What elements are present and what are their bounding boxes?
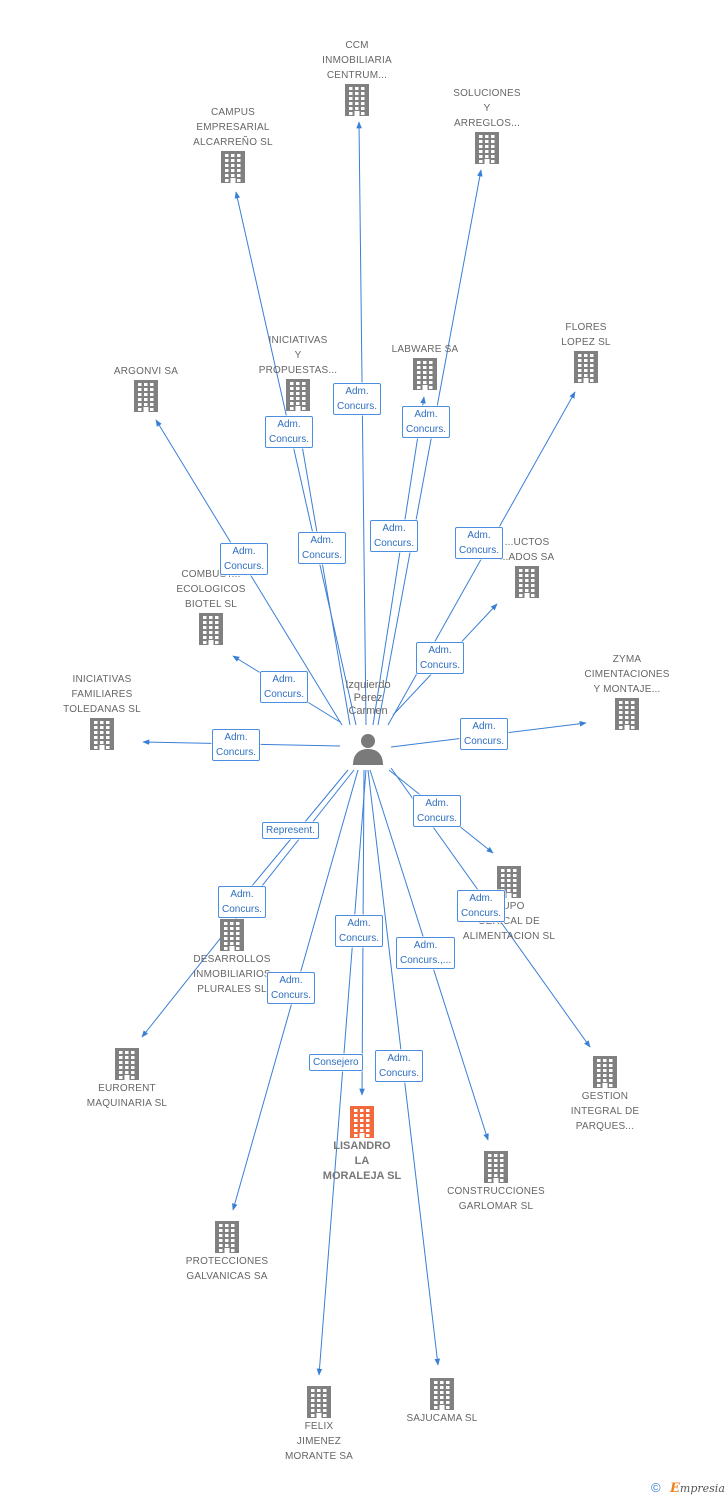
edge-label-badge[interactable]: Represent. [262,822,319,839]
edge-line [316,769,367,1376]
company-name[interactable]: LABWARE SA [391,344,459,355]
person-icon[interactable] [350,731,386,767]
company-node-argonvi[interactable]: ARGONVI SA [86,364,206,413]
edge-label-badge[interactable]: Adm. Concurs. [212,729,261,761]
building-icon[interactable] [297,83,417,117]
edge-label-badge[interactable]: Adm. Concurs. [460,718,509,750]
company-name[interactable]: INICIATIVAS FAMILIARES TOLEDANAS SL [63,674,141,715]
company-node-gestion[interactable]: GESTION INTEGRAL DE PARQUES... [545,1055,665,1134]
company-name[interactable]: COMBUST... ECOLOGICOS BIOTEL SL [176,569,246,610]
copyright-icon: © [651,1480,661,1495]
company-name[interactable]: ARGONVI SA [113,366,179,377]
edge-label-badge[interactable]: Adm. Concurs. [455,527,504,559]
edge-label-badge[interactable]: Adm. Concurs. [335,915,384,947]
company-name[interactable]: SOLUCIONES Y ARREGLOS... [453,88,521,129]
building-icon[interactable] [42,717,162,751]
company-node-campus[interactable]: CAMPUS EMPRESARIAL ALCARREÑO SL [173,105,293,184]
building-icon[interactable] [365,357,485,391]
company-node-labware[interactable]: LABWARE SA [365,342,485,391]
edge-label-badge[interactable]: Adm. Concurs. [413,795,462,827]
company-node-flores[interactable]: FLORES LOPEZ SL [526,320,646,384]
building-icon[interactable] [151,612,271,646]
company-name[interactable]: DESARROLLOS INMOBILIARIOS PLURALES SL [193,954,271,995]
company-name[interactable]: LISANDRO LA MORALEJA SL [322,1140,402,1182]
company-name[interactable]: FLORES LOPEZ SL [561,322,611,348]
company-name[interactable]: INICIATIVAS Y PROPUESTAS... [258,335,338,376]
company-node-zyma[interactable]: ZYMA CIMENTACIONES Y MONTAJE... [567,652,687,731]
edge-label-badge[interactable]: Adm. Concurs. [220,543,269,575]
company-node-desarrollos[interactable]: DESARROLLOS INMOBILIARIOS PLURALES SL [172,918,292,997]
edge-label-badge[interactable]: Adm. Concurs. [218,886,267,918]
brand-initial: E [670,1481,680,1496]
building-icon[interactable] [167,1220,287,1254]
edge-label-badge[interactable]: Adm. Concurs. [416,642,465,674]
edge-label-badge[interactable]: Adm. Concurs. [298,532,347,564]
building-icon[interactable] [173,150,293,184]
company-name[interactable]: FELIX JIMENEZ MORANTE SA [284,1421,354,1462]
building-icon[interactable] [467,565,587,599]
edge-line [356,121,367,726]
building-icon[interactable] [67,1047,187,1081]
building-icon[interactable] [238,378,358,412]
company-node-productos[interactable]: ...UCTOS ...ADOS SA [467,535,587,599]
building-icon[interactable] [86,379,206,413]
company-node-construcciones[interactable]: CONSTRUCCIONES GARLOMAR SL [436,1150,556,1214]
edge-label-badge[interactable]: Adm. Concurs. [370,520,419,552]
building-icon[interactable] [427,131,547,165]
company-name[interactable]: CAMPUS EMPRESARIAL ALCARREÑO SL [193,107,273,148]
company-node-felix[interactable]: FELIX JIMENEZ MORANTE SA [259,1385,379,1464]
building-icon[interactable] [436,1150,556,1184]
company-name[interactable]: EURORENT MAQUINARIA SL [86,1083,168,1109]
company-name[interactable]: ZYMA CIMENTACIONES Y MONTAJE... [584,654,670,695]
company-name[interactable]: PROTECCIONES GALVANICAS SA [185,1256,269,1282]
building-icon[interactable] [526,350,646,384]
building-icon[interactable] [259,1385,379,1419]
company-node-sajucama[interactable]: SAJUCAMA SL [382,1377,502,1426]
edge-label-badge[interactable]: Adm. Concurs. [260,671,309,703]
company-name[interactable]: SAJUCAMA SL [406,1413,478,1424]
company-name[interactable]: ...UCTOS ...ADOS SA [499,537,555,563]
company-node-ccm[interactable]: CCM INMOBILIARIA CENTRUM... [297,38,417,117]
company-node-protecciones[interactable]: PROTECCIONES GALVANICAS SA [167,1220,287,1284]
edge-line [234,191,357,726]
company-node-combustibles[interactable]: COMBUST... ECOLOGICOS BIOTEL SL [151,567,271,646]
edge-label-badge[interactable]: Adm. Concurs. [375,1050,424,1082]
edge-label-badge[interactable]: Adm. Concurs. [333,383,382,415]
building-icon[interactable] [545,1055,665,1089]
building-icon[interactable] [172,918,292,952]
brand-logo[interactable]: Empresia [670,1481,725,1496]
edge-line [295,415,351,726]
company-node-eurorent[interactable]: EURORENT MAQUINARIA SL [67,1047,187,1111]
edge-label-badge[interactable]: Adm. Concurs. [402,406,451,438]
edge-label-badge[interactable]: Consejero [309,1054,363,1071]
edge-label-badge[interactable]: Adm. Concurs.,... [396,937,456,969]
edge-line [372,396,426,726]
company-node-soluciones[interactable]: SOLUCIONES Y ARREGLOS... [427,86,547,165]
company-name[interactable]: CCM INMOBILIARIA CENTRUM... [322,40,392,81]
edge-line [377,169,483,726]
person-name[interactable]: Izquierdo Perez Carmen [345,679,391,717]
company-name[interactable]: GESTION INTEGRAL DE PARQUES... [570,1091,640,1132]
edge-label-badge[interactable]: Adm. Concurs. [457,890,506,922]
company-node-lisandro[interactable]: LISANDRO LA MORALEJA SL [302,1105,422,1184]
edge-label-badge[interactable]: Adm. Concurs. [267,972,316,1004]
edge-label-badge[interactable]: Adm. Concurs. [265,416,314,448]
building-icon[interactable] [302,1105,422,1139]
company-node-iniciativas-propuestas[interactable]: INICIATIVAS Y PROPUESTAS... [238,333,358,412]
brand-rest: mpresia [679,1482,725,1495]
company-node-iniciativas-familiares[interactable]: INICIATIVAS FAMILIARES TOLEDANAS SL [42,672,162,751]
company-name[interactable]: CONSTRUCCIONES GARLOMAR SL [447,1186,545,1212]
building-icon[interactable] [382,1377,502,1411]
building-icon[interactable] [567,697,687,731]
